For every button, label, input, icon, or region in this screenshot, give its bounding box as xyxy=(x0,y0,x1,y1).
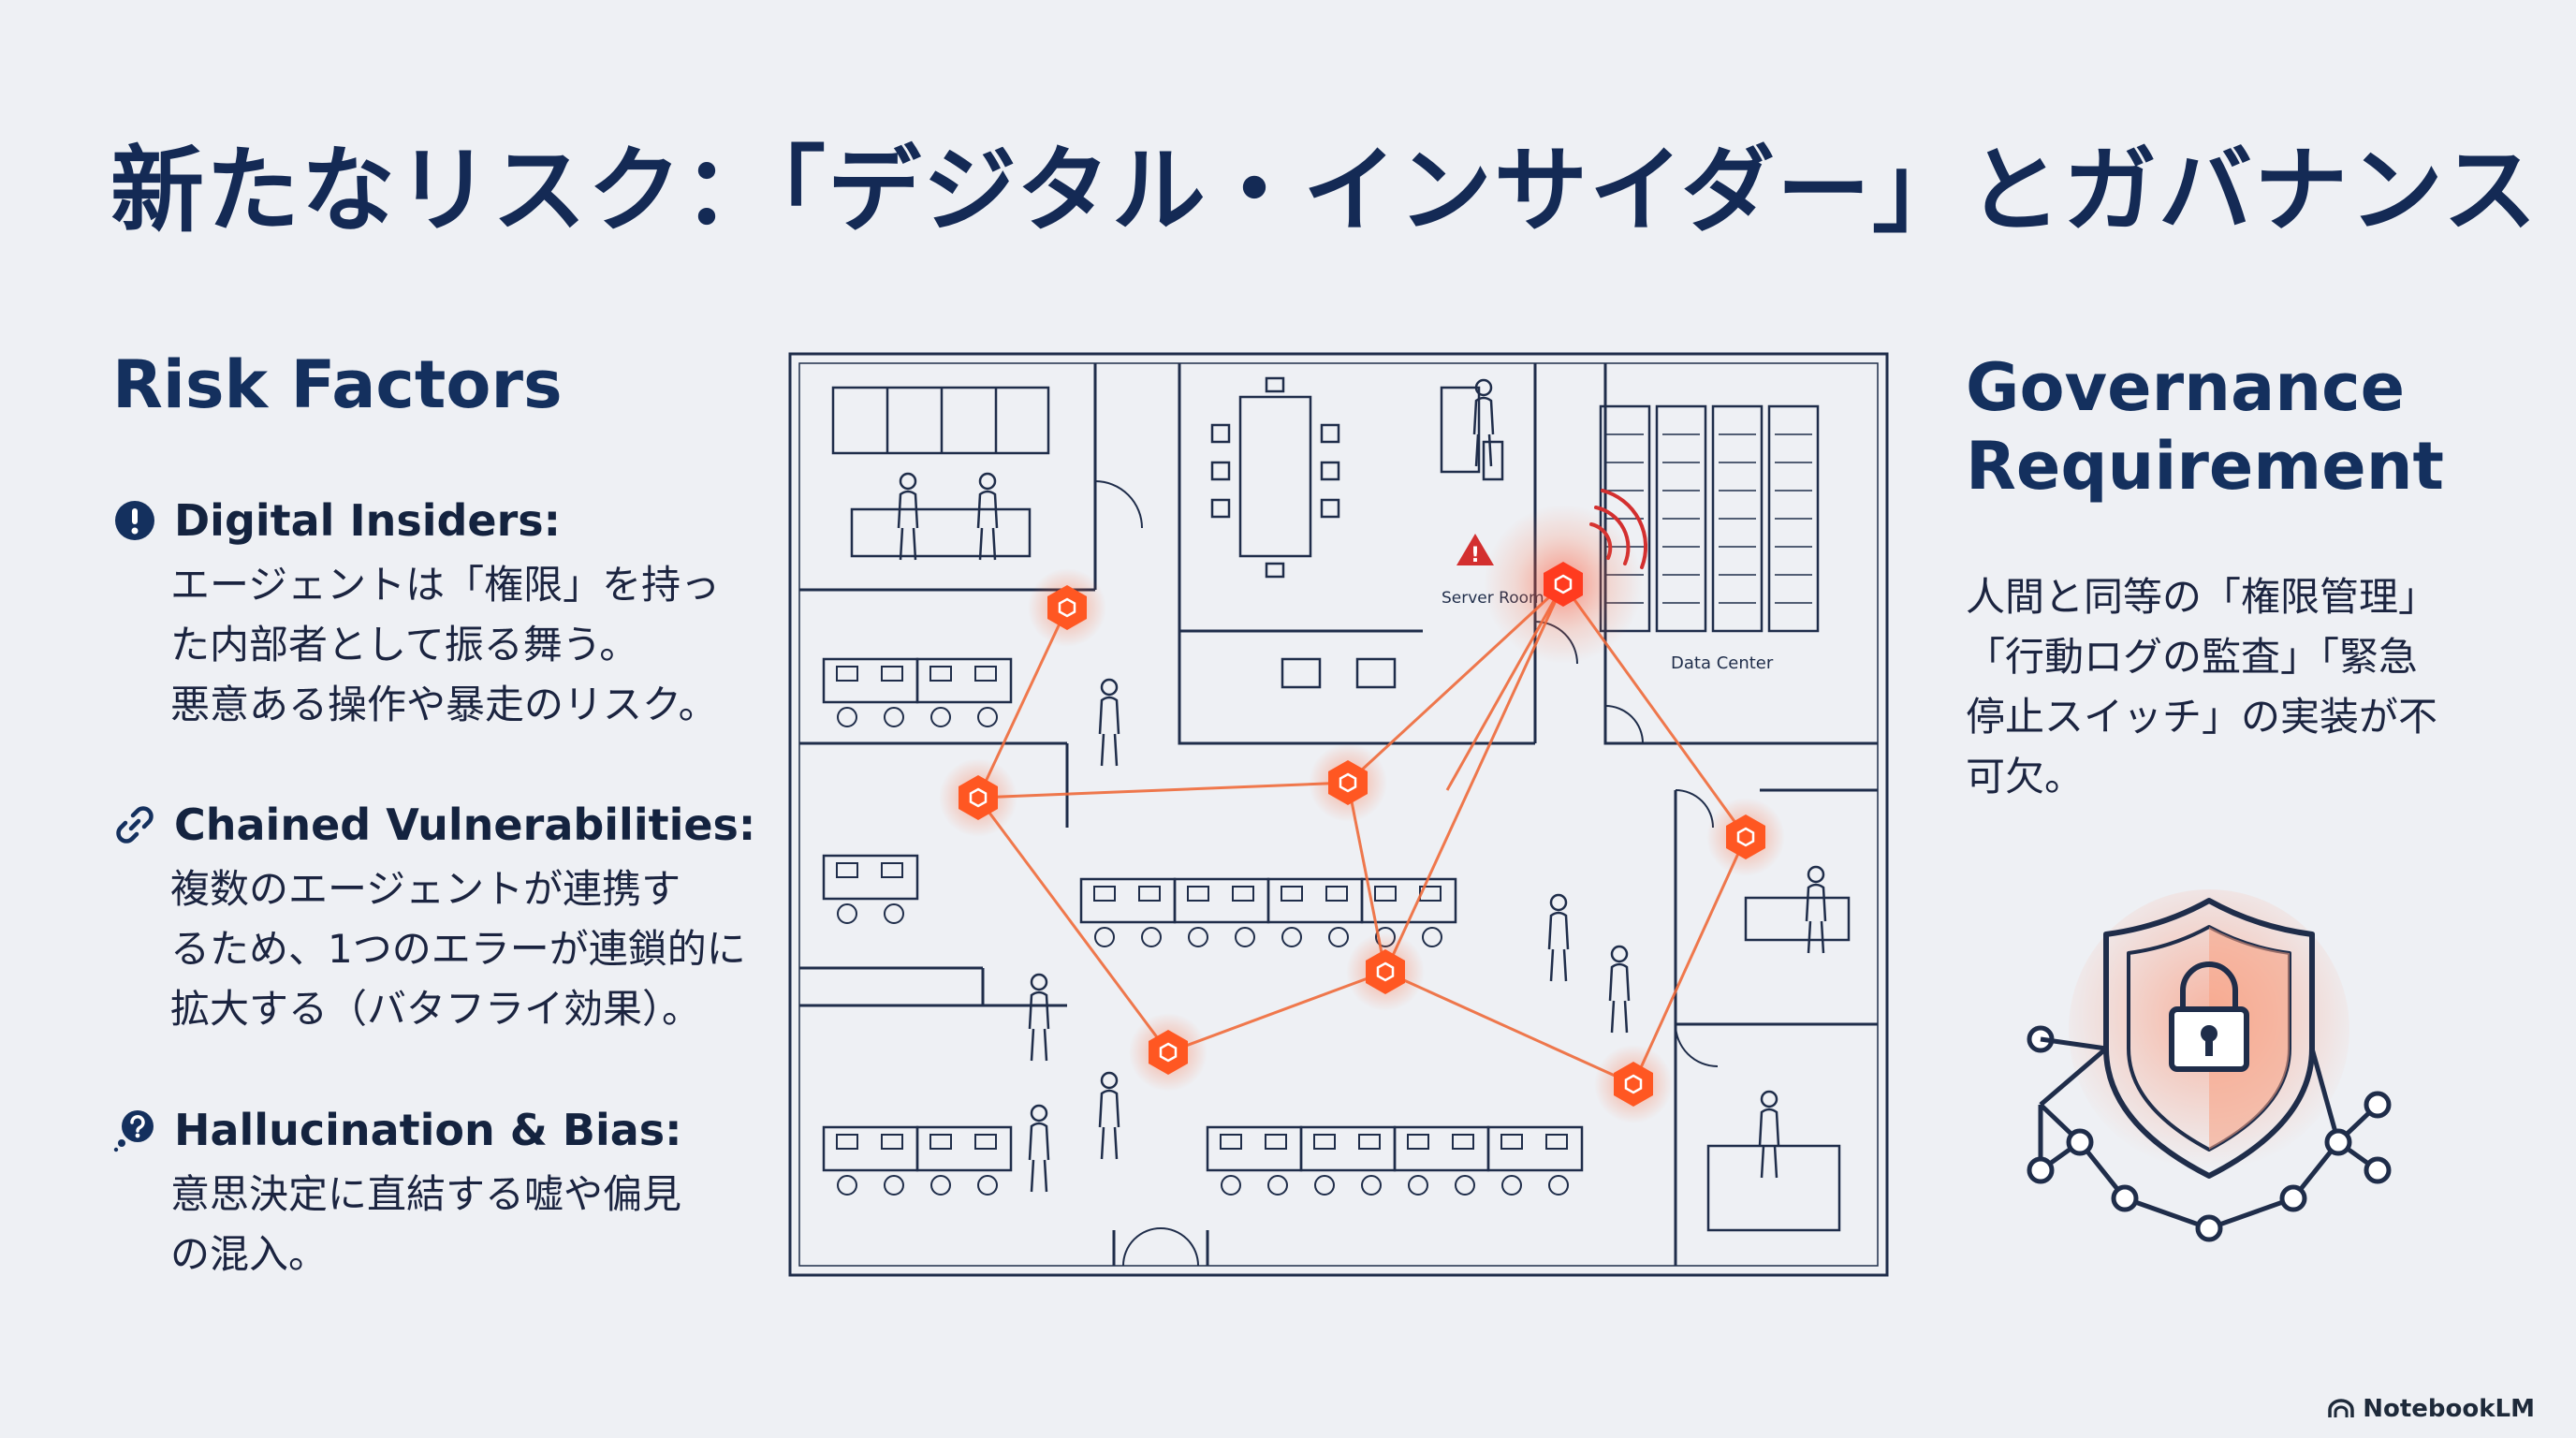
agent-node-compromised xyxy=(1544,562,1583,607)
governance-line: 人間と同等の「権限管理」 xyxy=(1966,574,2438,620)
factor-line: た内部者として振る舞う。 xyxy=(170,622,639,668)
svg-text:!: ! xyxy=(1471,544,1480,567)
agent-node xyxy=(1346,932,1425,1011)
factor-hallucination-bias: Hallucination & Bias: 意思決定に直結する嘘や偏見 の混入。 xyxy=(112,1101,768,1284)
governance-body: 人間と同等の「権限管理」 「行動ログの監査」「緊急 停止スイッチ」の実装が不 可… xyxy=(1966,567,2490,807)
factor-title: Hallucination & Bias: xyxy=(174,1105,682,1155)
factor-line: エージェントは「権限」を持っ xyxy=(170,562,721,608)
agent-node xyxy=(1594,1045,1673,1123)
shield-lock-network-icon xyxy=(2027,889,2392,1242)
agent-node xyxy=(1129,1013,1208,1092)
exclamation-circle-icon xyxy=(115,501,154,540)
brand-watermark: NotebookLM xyxy=(2327,1395,2535,1423)
agent-node xyxy=(1028,568,1106,647)
factor-line: るため、1つのエラーが連鎖的に xyxy=(170,926,746,972)
governance-line: 停止スイッチ」の実装が不 xyxy=(1966,694,2438,740)
factor-title: Digital Insiders: xyxy=(174,495,562,546)
factor-line: 拡大する（バタフライ効果）。 xyxy=(170,986,702,1032)
chain-link-icon xyxy=(116,806,154,844)
governance-line: 可欠。 xyxy=(1966,754,2085,800)
agent-node xyxy=(1309,743,1387,822)
brand-name: NotebookLM xyxy=(2363,1395,2535,1423)
page-title: 新たなリスク：「デジタル・インサイダー」とガバナンス xyxy=(110,136,2539,245)
warning-triangle-icon xyxy=(1456,534,1494,565)
governance-heading: Governance Requirement xyxy=(1966,349,2445,505)
risk-factors-heading: Risk Factors xyxy=(112,346,563,423)
factor-chained-vulnerabilities: Chained Vulnerabilities: 複数のエージェントが連携す る… xyxy=(112,796,768,1039)
office-floor-plan: ! Server Room Data Center xyxy=(788,352,1889,1277)
factor-line: 複数のエージェントが連携す xyxy=(170,866,681,912)
governance-line: 「行動ログの監査」「緊急 xyxy=(1966,634,2419,680)
factor-title: Chained Vulnerabilities: xyxy=(174,800,756,850)
factor-line: 悪意ある操作や暴走のリスク。 xyxy=(170,682,718,727)
factor-line: 意思決定に直結する嘘や偏見 xyxy=(170,1171,682,1217)
agent-node xyxy=(939,758,1017,837)
agent-node xyxy=(1706,798,1785,876)
question-bubble-icon xyxy=(113,1110,154,1152)
factor-line: の混入。 xyxy=(170,1231,329,1277)
notebooklm-logo-icon xyxy=(2328,1399,2354,1417)
data-center-label: Data Center xyxy=(1671,653,1774,673)
factor-digital-insiders: Digital Insiders: エージェントは「権限」を持っ た内部者として… xyxy=(112,492,768,735)
